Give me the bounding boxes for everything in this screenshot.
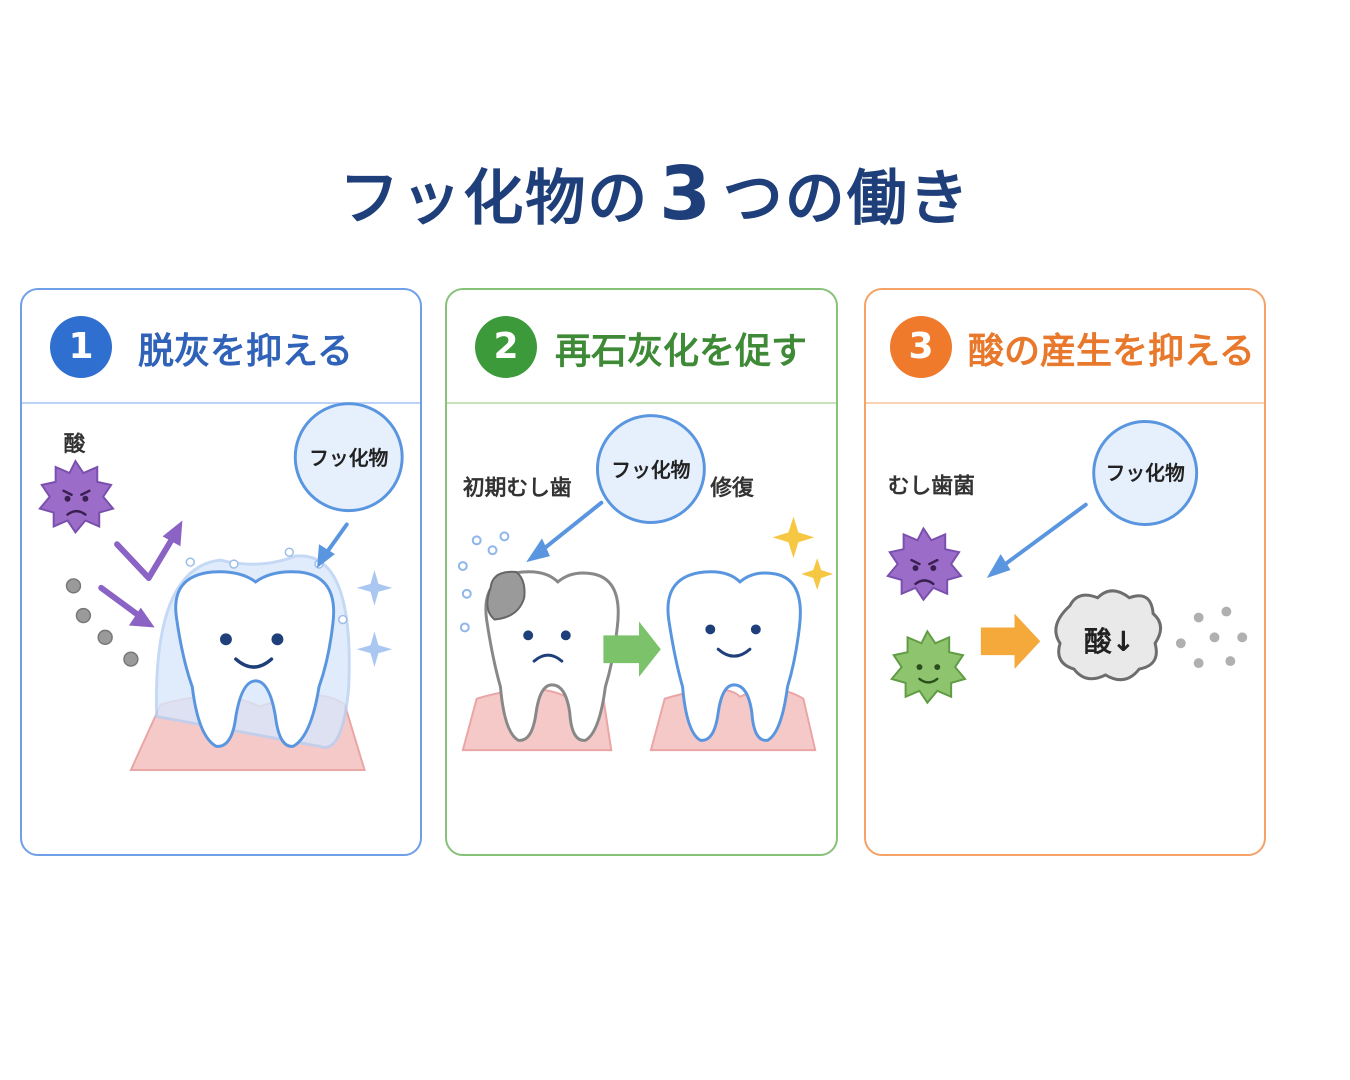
number-badge: 1 [50,316,112,378]
fluoride-label: フッ化物 [611,459,690,482]
angry-germ-icon [886,526,963,602]
acid-cloud-icon: 酸↓ [1054,589,1163,682]
panel-title: 再石灰化を促す [555,331,808,372]
panel-acid-production: 3 酸の産生を抑える むし歯菌 フッ化物 [864,288,1266,856]
calm-germ-icon [890,629,967,705]
acid-decrease-label: 酸↓ [1084,625,1135,658]
panel-header: 3 酸の産生を抑える [866,290,1264,404]
fluoride-label: フッ化物 [1106,462,1185,485]
panel-header: 1 脱灰を抑える [22,290,420,404]
acid-label: 酸 [64,432,86,457]
fluoride-bubble-icon: フッ化物 [1092,420,1199,526]
panel-remineralization: 2 再石灰化を促す 初期むし歯 修復 フッ化物 [445,288,838,856]
fluoride-label: フッ化物 [309,447,388,470]
repair-arrow-icon [603,621,661,677]
panel-demineralization: 1 脱灰を抑える 酸 [20,288,422,856]
title-part2: つの働き [722,164,971,234]
sparkle-icon [356,570,393,668]
panel-header: 2 再石灰化を促す [447,290,836,404]
number-badge: 3 [890,316,952,378]
title-number: 3 [659,151,713,237]
process-arrow-icon [980,613,1041,670]
fluoride-bubble-icon: フッ化物 [293,402,404,513]
early-caries-label: 初期むし歯 [463,475,572,501]
panel-illustration: 初期むし歯 修復 フッ化物 [457,414,834,752]
mineral-particles-icon [65,578,139,667]
repair-label: 修復 [709,475,754,501]
panel-illustration: 酸 [38,402,404,771]
sparkle-icon [772,516,834,590]
panel-title: 酸の産生を抑える [968,331,1255,372]
title-part1: フッ化物の [339,164,650,234]
repaired-tooth-icon [666,570,802,742]
panel-illustration: むし歯菌 フッ化物 [886,420,1248,705]
acid-attack-arrows-icon [98,520,183,628]
decayed-tooth-icon [484,570,620,742]
acid-germ-icon [38,459,115,535]
bacteria-label: むし歯菌 [888,473,975,499]
healthy-tooth-icon [174,570,336,748]
reduced-particles-icon [1175,606,1248,669]
panel-title: 脱灰を抑える [138,331,353,372]
fluoride-bubble-icon: フッ化物 [595,414,706,524]
number-badge: 2 [475,316,537,378]
